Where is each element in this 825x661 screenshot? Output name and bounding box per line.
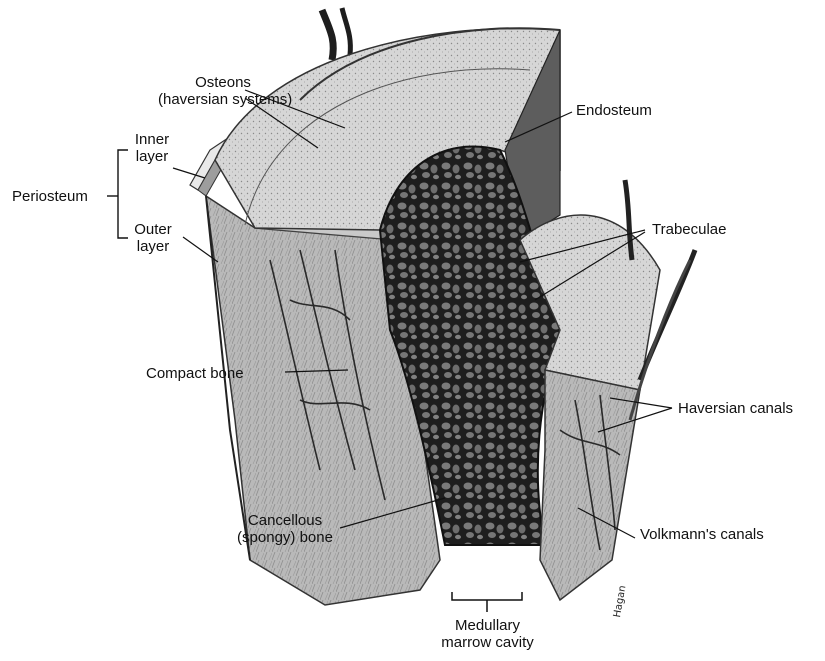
label-osteons-line1: Osteons [158,74,288,91]
label-inner-line1: Inner [128,131,176,148]
label-haversian-canals: Haversian canals [678,400,793,417]
label-osteons: Osteons (haversian systems) [158,74,288,108]
label-periosteum: Periosteum [12,188,88,205]
label-cancellous-line1: Cancellous [225,512,345,529]
medullary-bracket [452,592,522,612]
periosteum-bracket [107,150,128,238]
label-medullary-line1: Medullary [425,617,550,634]
label-inner-line2: layer [128,148,176,165]
label-osteons-line2: (haversian systems) [158,91,288,108]
label-outer-layer: Outer layer [128,221,178,255]
label-medullary-cavity: Medullary marrow cavity [425,617,550,651]
label-inner-layer: Inner layer [128,131,176,165]
label-volkmanns-canals: Volkmann's canals [640,526,764,543]
label-medullary-line2: marrow cavity [425,634,550,651]
label-endosteum: Endosteum [576,102,652,119]
label-outer-line1: Outer [128,221,178,238]
label-trabeculae: Trabeculae [652,221,727,238]
label-cancellous-line2: (spongy) bone [225,529,345,546]
label-compact-bone: Compact bone [146,365,244,382]
top-vessels [322,8,350,60]
label-cancellous-bone: Cancellous (spongy) bone [225,512,345,546]
label-outer-line2: layer [128,238,178,255]
